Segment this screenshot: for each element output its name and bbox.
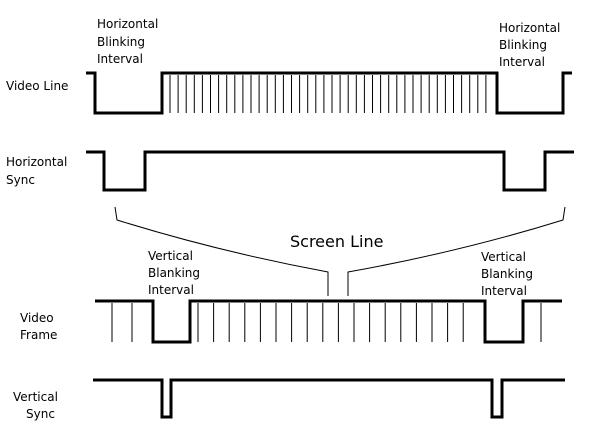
vbi-left-line-2: Blanking <box>148 266 200 280</box>
vertical-sync-waveform <box>93 378 565 419</box>
hbi-left-line-1: Horizontal <box>97 17 158 31</box>
hbi-left-line-2: Blinking <box>97 35 145 49</box>
vertical-sync-label-2: Sync <box>26 407 55 421</box>
hbi-right-line-2: Blinking <box>499 38 547 52</box>
vbi-right-line-1: Vertical <box>481 250 526 264</box>
video-frame-line-ticks <box>111 303 542 342</box>
video-frame-label-1: Video <box>20 311 54 325</box>
hbi-right-line-3: Interval <box>499 55 545 69</box>
video-line-waveform <box>86 71 572 115</box>
video-frame-waveform <box>95 299 562 344</box>
hbi-left-line-3: Interval <box>97 52 143 66</box>
screen-line-brace-right <box>347 206 566 296</box>
horizontal-sync-waveform <box>86 150 574 192</box>
vbi-right-line-3: Interval <box>481 284 527 298</box>
vbi-right-line-2: Blanking <box>481 267 533 281</box>
screen-line-brace-left <box>114 206 329 296</box>
horizontal-sync-label-2: Sync <box>6 173 35 187</box>
horizontal-blanking-interval-right-label: Horizontal Blinking Interval <box>499 21 560 69</box>
video-line-label: Video Line <box>6 79 68 93</box>
vertical-blanking-interval-right-label: Vertical Blanking Interval <box>481 250 533 298</box>
screen-line-label: Screen Line <box>290 232 383 251</box>
vertical-sync-label-1: Vertical <box>13 390 58 404</box>
hbi-right-line-1: Horizontal <box>499 21 560 35</box>
horizontal-blanking-interval-left-label: Horizontal Blinking Interval <box>97 17 158 66</box>
video-frame-label-2: Frame <box>20 328 57 342</box>
vbi-left-line-3: Interval <box>148 283 194 297</box>
horizontal-sync-label-1: Horizontal <box>6 155 67 169</box>
vertical-blanking-interval-left-label: Vertical Blanking Interval <box>148 249 200 297</box>
vbi-left-line-1: Vertical <box>148 249 193 263</box>
video-line-pixel-ticks <box>169 75 487 113</box>
